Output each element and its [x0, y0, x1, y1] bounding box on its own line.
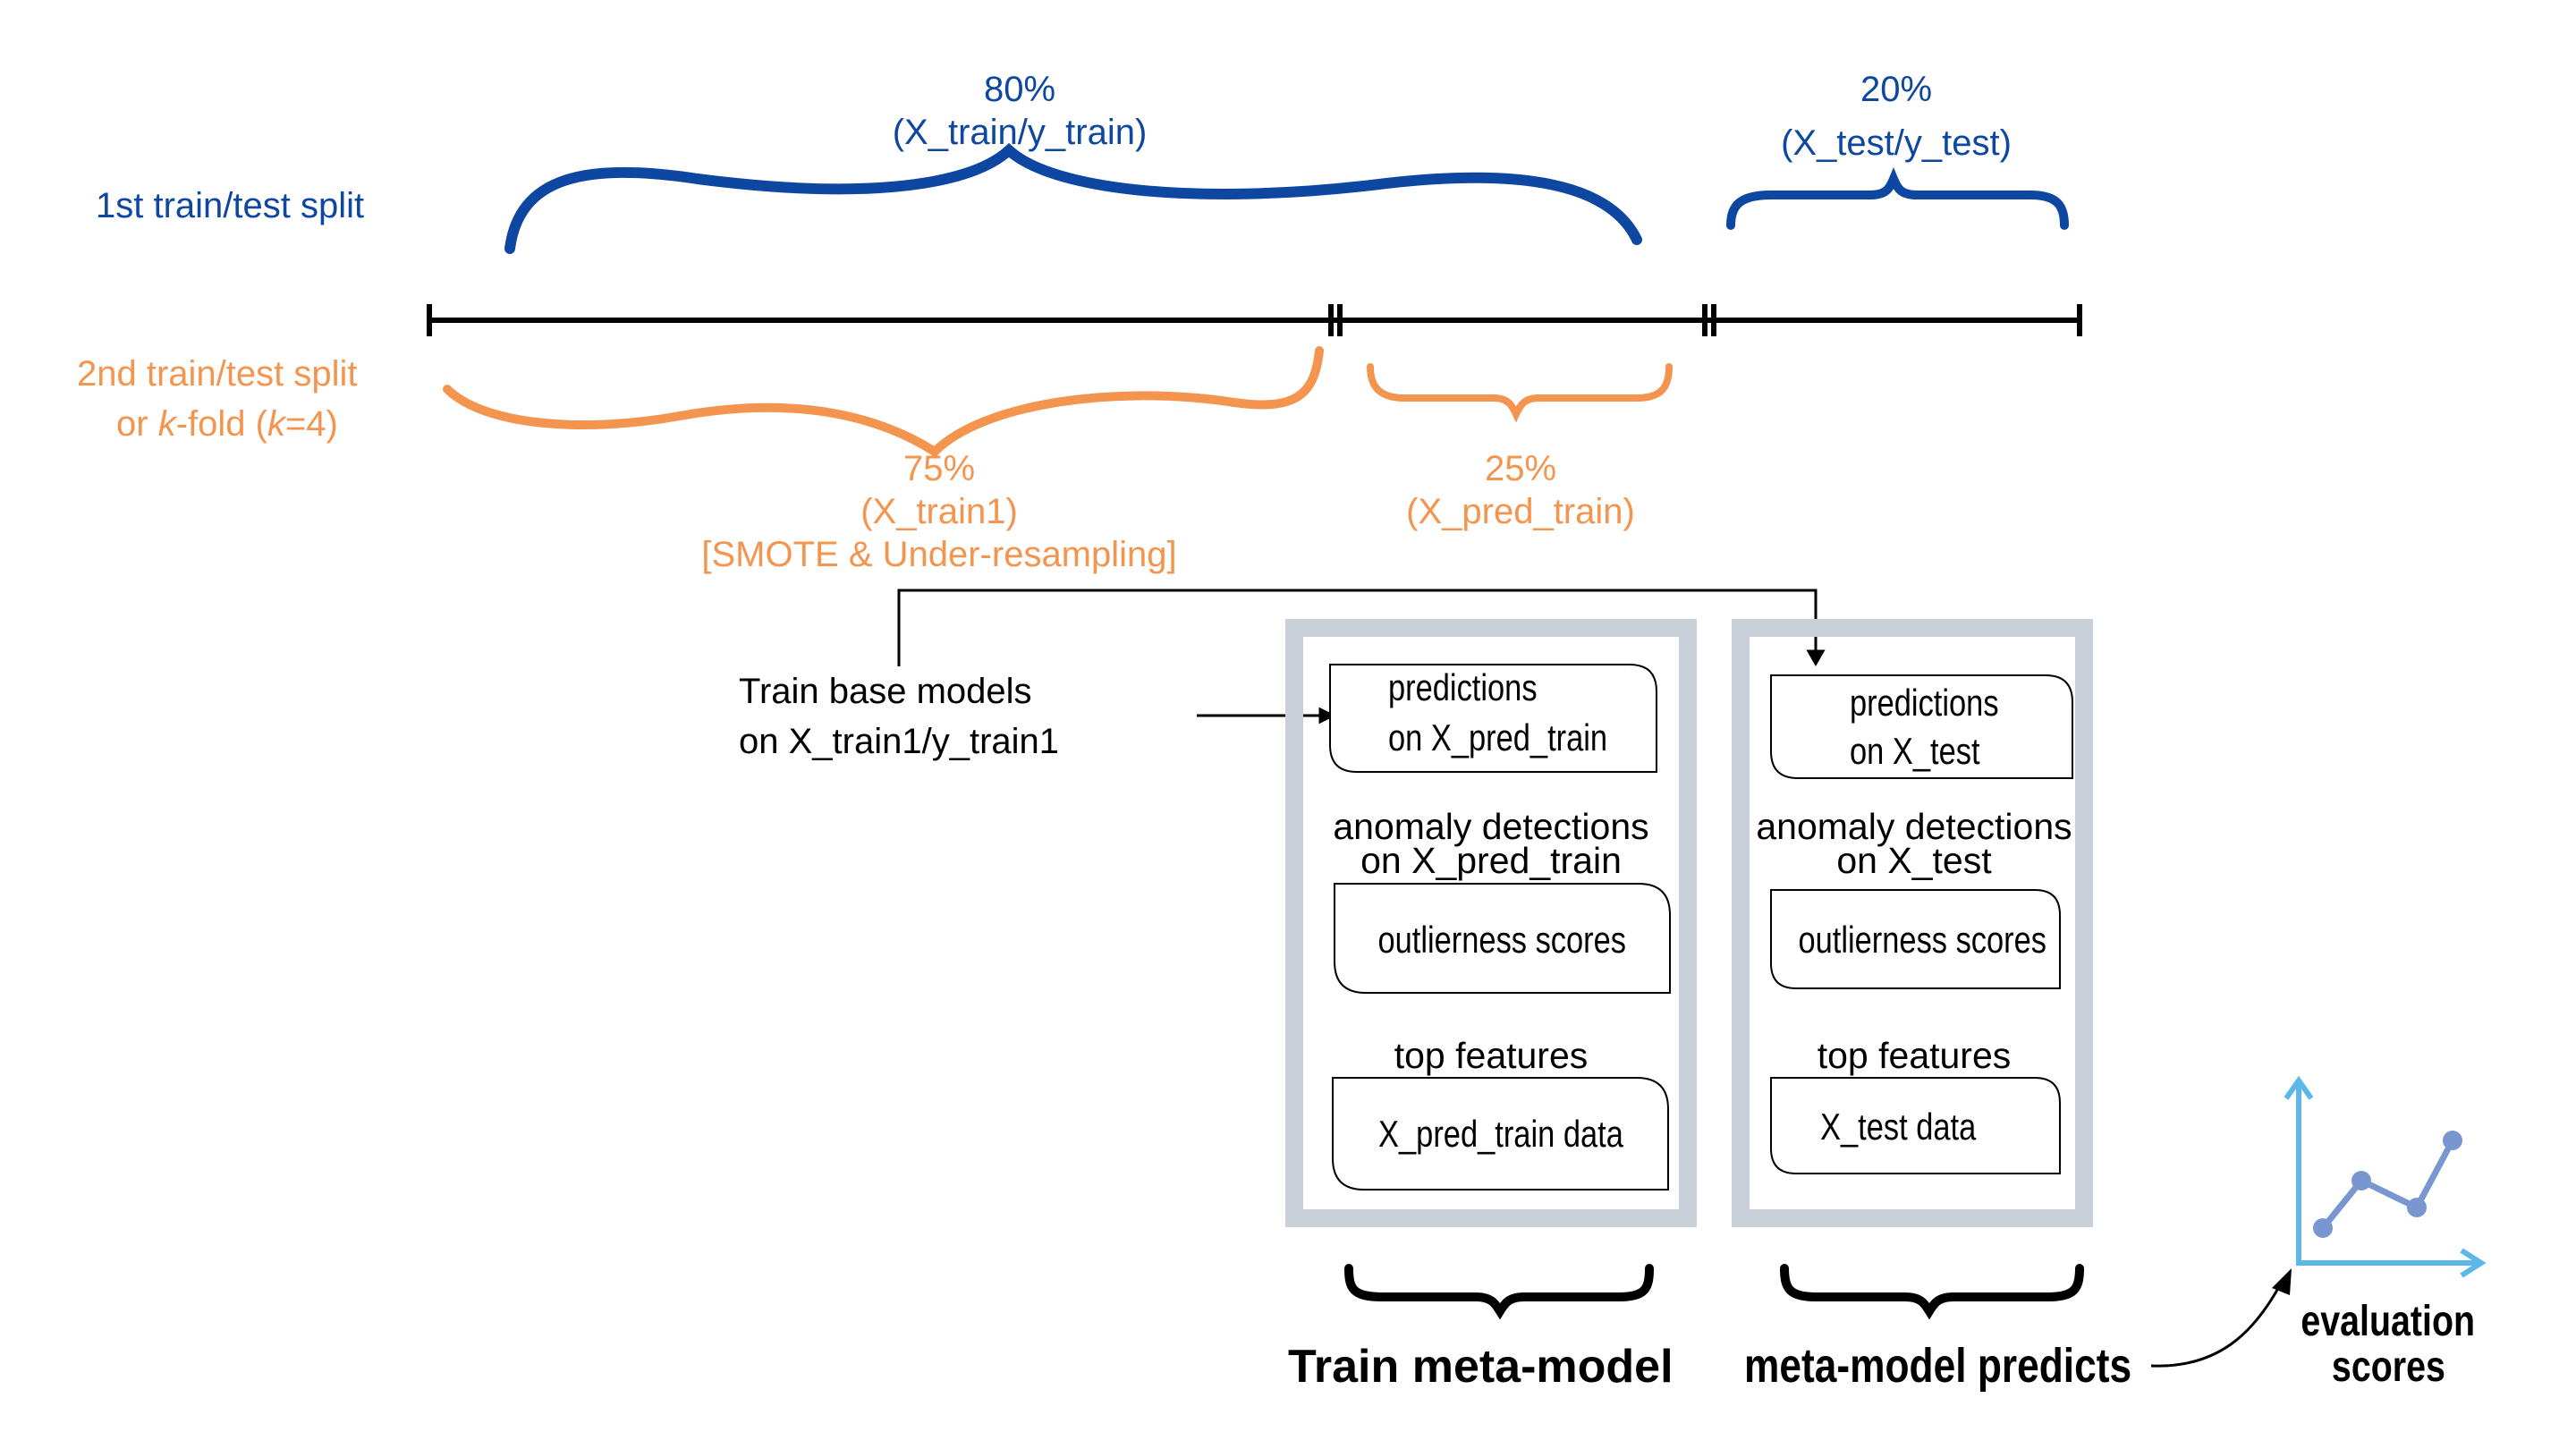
- timeline: [427, 304, 2082, 336]
- train-predictions-line1: predictions: [1388, 666, 1538, 708]
- split2-resampling: [SMOTE & Under-resampling]: [701, 535, 1177, 574]
- box-train-predictions: [1329, 664, 1657, 773]
- split1-label: 1st train/test split: [96, 186, 365, 225]
- train-top-features: top features: [1394, 1035, 1589, 1076]
- box-test-outlierness: [1770, 889, 2061, 989]
- split1-test-sets: (X_test/y_test): [1781, 123, 2012, 163]
- train-anomaly-line1: anomaly detections: [1333, 806, 1649, 847]
- train-data: X_pred_train data: [1377, 1113, 1623, 1155]
- brace-meta-predicts: [1780, 1264, 2084, 1320]
- evaluation-line1: evaluation: [2301, 1298, 2476, 1345]
- brace-train-meta: [1344, 1264, 1654, 1320]
- test-predictions-line1: predictions: [1850, 682, 1999, 724]
- split2-pred-set: (X_pred_train): [1406, 492, 1635, 531]
- test-top-features: top features: [1817, 1035, 2012, 1076]
- split2-pred-pct: 25%: [1484, 449, 1557, 488]
- split2-train-pct: 75%: [902, 449, 976, 488]
- split2-label-line1: 2nd train/test split: [77, 354, 358, 394]
- arrow-base-to-train: [1197, 707, 1336, 724]
- train-meta-caption: Train meta-model: [1288, 1341, 1674, 1393]
- meta-predicts-caption: meta-model predicts: [1744, 1339, 2132, 1393]
- test-outlierness: outlierness scores: [1798, 919, 2047, 961]
- box-test-data: [1770, 1077, 2061, 1174]
- line-chart-icon: [2284, 1075, 2487, 1278]
- split1-test-pct: 20%: [1860, 70, 1933, 109]
- split1-train-pct: 80%: [983, 70, 1056, 109]
- split1-train-sets: (X_train/y_train): [892, 113, 1148, 152]
- split2-label-line2: or k-fold (k=4): [116, 404, 338, 444]
- box-train-outlierness: [1334, 883, 1671, 994]
- test-anomaly-line1: anomaly detections: [1756, 806, 2072, 847]
- train-anomaly-line2: on X_pred_train: [1360, 840, 1622, 881]
- evaluation-line2: scores: [2331, 1343, 2445, 1391]
- test-anomaly-line2: on X_test: [1836, 840, 1992, 881]
- box-train-data: [1332, 1077, 1669, 1191]
- train-outlierness: outlierness scores: [1377, 919, 1627, 961]
- split2-train-set: (X_train1): [860, 492, 1018, 531]
- test-panel-frame: [1732, 619, 2093, 1227]
- test-predictions-line2: on X_test: [1850, 730, 1980, 772]
- brace-train-80: [504, 142, 1642, 254]
- brace-train1-75: [443, 346, 1324, 458]
- brace-test-20: [1726, 167, 2069, 230]
- base-models-line1: Train base models: [739, 672, 1032, 711]
- brace-pred-25: [1367, 363, 1673, 423]
- arrow-to-evaluation: [2150, 1268, 2292, 1368]
- train-panel-frame: [1285, 619, 1697, 1227]
- test-data: X_test data: [1820, 1106, 1977, 1148]
- train-predictions-line2: on X_pred_train: [1388, 716, 1608, 758]
- base-models-line2: on X_train1/y_train1: [739, 722, 1060, 761]
- box-test-predictions: [1770, 674, 2073, 779]
